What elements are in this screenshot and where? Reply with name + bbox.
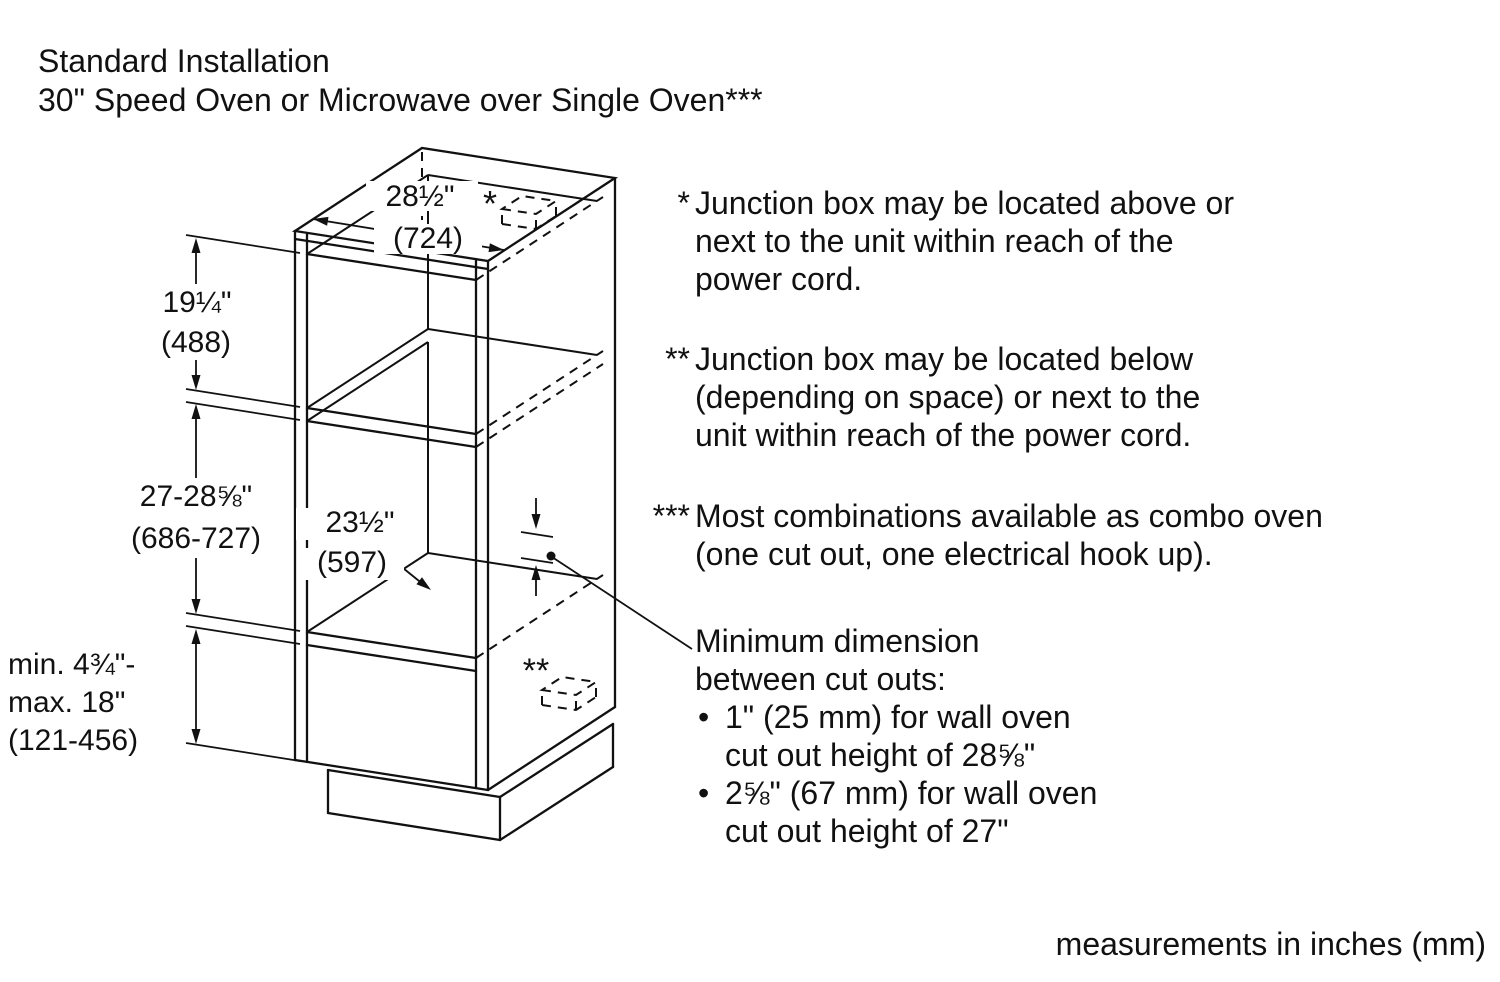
units-note: measurements in inches (mm) xyxy=(1055,926,1486,962)
bullet-icon: • xyxy=(698,699,710,735)
note2-marker: ** xyxy=(665,341,690,377)
note1-line2: next to the unit within reach of the xyxy=(695,223,1174,259)
dim-bottom-line3: (121-456) xyxy=(8,724,138,757)
bottom-junction-box xyxy=(539,675,599,712)
bullet1-line1: 1" (25 mm) for wall oven xyxy=(725,699,1071,735)
bottom-junction-marker-label: ** xyxy=(523,652,549,690)
min-dimension-block: Minimum dimension between cut outs: • 1"… xyxy=(695,622,1475,850)
note3-line1: Most combinations available as combo ove… xyxy=(695,498,1323,534)
dim-depth-inches: 23½" xyxy=(325,506,394,539)
min-dim-bullet-1: • 1" (25 mm) for wall oven cut out heigh… xyxy=(695,698,1475,774)
cabinet-outline xyxy=(291,146,619,842)
dim-lower-inches: 27-28⅝" xyxy=(140,480,252,513)
note-combo-oven: *** Most combinations available as combo… xyxy=(653,497,1485,573)
bullet-icon: • xyxy=(698,775,710,811)
note1-line1: Junction box may be located above or xyxy=(695,185,1234,221)
note2-line1: Junction box may be located below xyxy=(695,341,1194,377)
page-title: Standard Installation 30" Speed Oven or … xyxy=(38,42,763,120)
top-junction-marker-label: * xyxy=(483,183,497,224)
dim-bottom-line2: max. 18" xyxy=(8,686,125,719)
dim-width-mm: (724) xyxy=(393,222,463,255)
min-dim-heading2: between cut outs: xyxy=(695,661,946,697)
title-line1: Standard Installation xyxy=(38,43,330,79)
dimension-labels: 28½" (724) 19¼" (488) 27-28⅝" (686-727) … xyxy=(131,180,549,690)
note2-line3: unit within reach of the power cord. xyxy=(695,417,1192,453)
note2-line2: (depending on space) or next to the xyxy=(695,379,1201,415)
note3-marker: *** xyxy=(652,498,690,534)
note-junction-above: * Junction box may be located above or n… xyxy=(678,184,1485,298)
top-junction-box xyxy=(499,194,559,231)
min-dim-heading1: Minimum dimension xyxy=(695,623,980,659)
cabinet-diagram: 28½" (724) 19¼" (488) 27-28⅝" (686-727) … xyxy=(8,146,693,842)
dim-bottom-line1: min. 4¾"- xyxy=(8,648,135,681)
bullet2-line1: 2⅝" (67 mm) for wall oven xyxy=(725,775,1098,811)
note-junction-below: ** Junction box may be located below (de… xyxy=(665,340,1485,454)
note3-line2: (one cut out, one electrical hook up). xyxy=(695,536,1213,572)
arrowheads xyxy=(191,216,556,744)
dim-lower-mm: (686-727) xyxy=(131,522,261,555)
dim-upper-mm: (488) xyxy=(161,326,231,359)
label-backgrounds xyxy=(104,181,482,580)
note1-line3: power cord. xyxy=(695,261,863,297)
dim-width-inches: 28½" xyxy=(385,180,454,213)
dim-depth-mm: (597) xyxy=(317,546,387,579)
bullet2-line2: cut out height of 27" xyxy=(725,813,1009,849)
bottom-space-labels: min. 4¾"- max. 18" (121-456) xyxy=(8,648,138,757)
bullet1-line2: cut out height of 28⅝" xyxy=(725,737,1036,773)
title-line2: 30" Speed Oven or Microwave over Single … xyxy=(38,82,763,118)
dim-upper-inches: 19¼" xyxy=(162,286,231,319)
note1-marker: * xyxy=(677,185,690,221)
min-dim-bullet-2: • 2⅝" (67 mm) for wall oven cut out heig… xyxy=(695,774,1475,850)
leader-dot xyxy=(546,551,556,561)
